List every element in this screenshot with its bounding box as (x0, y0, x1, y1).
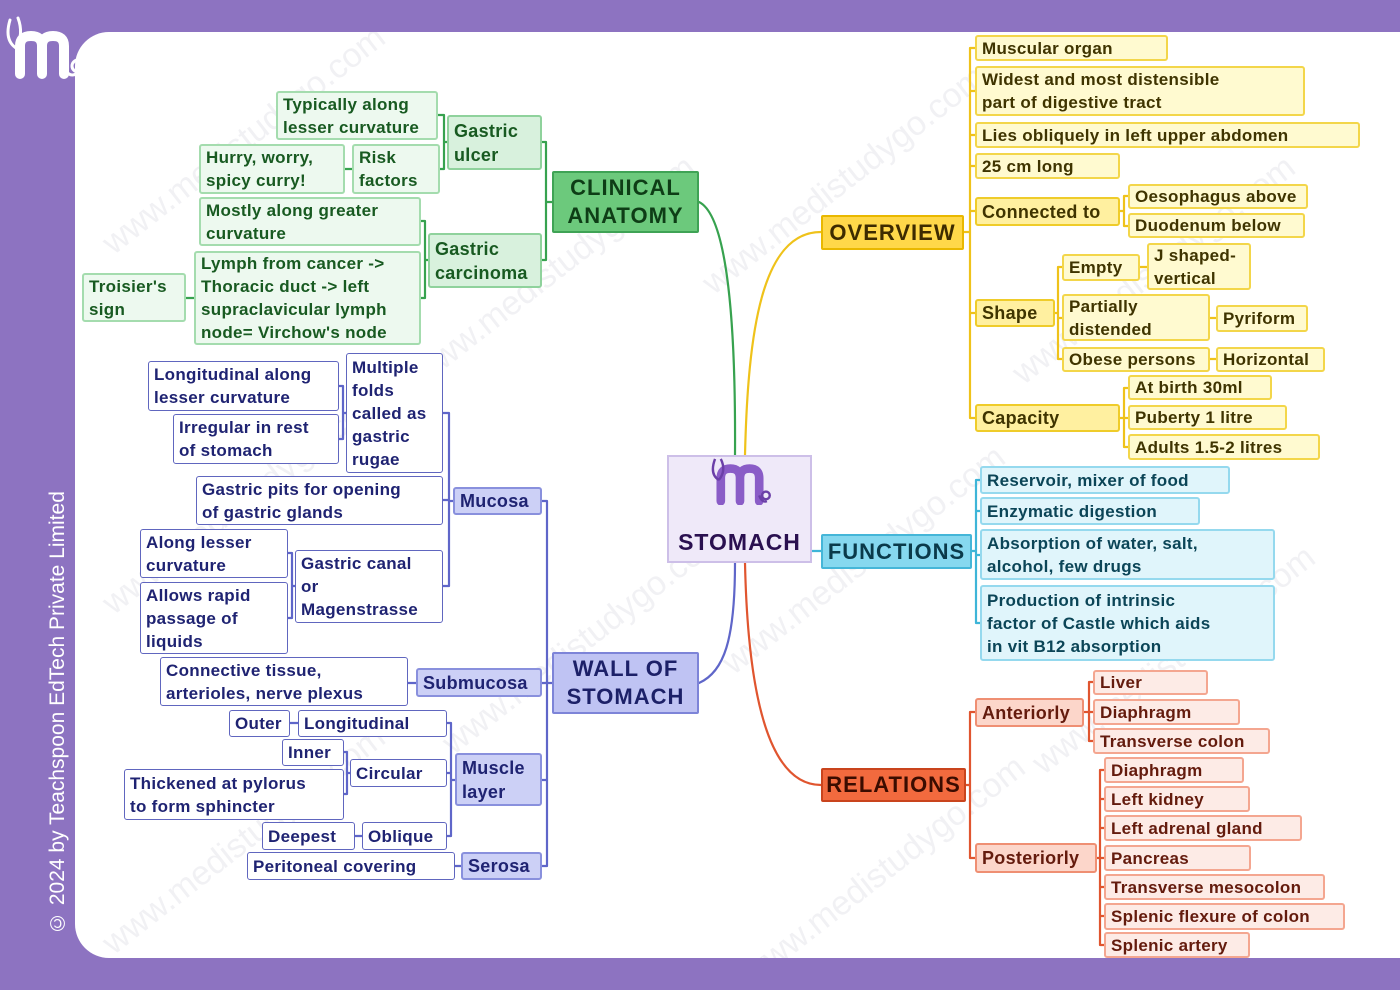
connector-line (697, 561, 737, 685)
wall-muscle-layer: Muscle layer (455, 753, 542, 806)
functions-connectors (810, 478, 982, 625)
branch-functions: FUNCTIONS (821, 534, 972, 569)
capacity-puberty: Puberty 1 litre (1128, 405, 1287, 430)
relations-connectors (743, 561, 1106, 947)
shape-horizontal: Horizontal (1216, 347, 1325, 372)
connector-line (540, 140, 554, 262)
shape-pyriform: Pyriform (1216, 305, 1308, 332)
connected-duodenum: Duodenum below (1128, 213, 1305, 238)
connector-line (964, 710, 977, 860)
function-intrinsic-factor: Production of intrinsic factor of Castle… (980, 585, 1275, 661)
capacity-at-birth: At birth 30ml (1128, 375, 1272, 400)
circular-inner: Inner (282, 739, 344, 766)
posterior-left-adrenal: Left adrenal gland (1104, 815, 1302, 841)
anterior-diaphragm: Diaphragm (1093, 699, 1240, 725)
posterior-splenic-artery: Splenic artery (1104, 932, 1250, 958)
connector-line (445, 721, 457, 838)
medistudygo-logo (711, 458, 771, 505)
rugae-longitudinal: Longitudinal along lesser curvature (148, 361, 339, 411)
ulcer-location: Typically along lesser curvature (276, 91, 438, 140)
anterior-liver: Liver (1093, 670, 1208, 695)
clinical-gastric-carcinoma: Gastric carcinoma (428, 233, 542, 288)
connector-line (1082, 680, 1095, 743)
connector-line (697, 200, 737, 457)
carcinoma-lymph-spread: Lymph from cancer -> Thoracic duct -> le… (194, 251, 421, 345)
muscle-circular: Circular (350, 759, 447, 787)
connector-line (436, 113, 449, 171)
submucosa-content: Connective tissue, arterioles, nerve ple… (160, 657, 408, 706)
connector-line (540, 499, 554, 868)
posterior-transverse-mesocolon: Transverse mesocolon (1104, 874, 1325, 900)
carcinoma-location: Mostly along greater curvature (199, 197, 421, 246)
posterior-left-kidney: Left kidney (1104, 786, 1250, 812)
mucosa-rugae: Multiple folds called as gastric rugae (346, 353, 443, 473)
shape-j-shaped: J shaped- vertical (1147, 243, 1251, 290)
branch-wall-of-stomach: WALL OF STOMACH (552, 652, 699, 714)
muscle-oblique: Oblique (362, 822, 447, 850)
troisiers-sign: Troisier's sign (82, 273, 186, 322)
risk-factors-detail: Hurry, worry, spicy curry! (199, 144, 345, 194)
longitudinal-outer: Outer (229, 710, 290, 737)
branch-relations: RELATIONS (821, 768, 966, 802)
overview-muscular-organ: Muscular organ (975, 35, 1168, 61)
relations-posteriorly: Posteriorly (975, 843, 1097, 873)
shape-empty: Empty (1062, 254, 1140, 281)
circular-pylorus-note: Thickened at pylorus to form sphincter (124, 769, 344, 820)
branch-clinical-anatomy: CLINICAL ANATOMY (552, 171, 699, 233)
capacity-adults: Adults 1.5-2 litres (1128, 434, 1320, 460)
connector-line (337, 384, 348, 441)
central-topic-stomach: STOMACH (667, 455, 812, 563)
overview-location: Lies obliquely in left upper abdomen (975, 122, 1360, 148)
mucosa-gastric-canal: Gastric canal or Magenstrasse (295, 550, 443, 623)
connector-line (970, 478, 982, 625)
connector-line (342, 750, 352, 796)
shape-partially-distended: Partially distended (1062, 294, 1210, 341)
function-absorption: Absorption of water, salt, alcohol, few … (980, 529, 1275, 580)
overview-widest-part: Widest and most distensible part of dige… (975, 66, 1305, 116)
canal-location: Along lesser curvature (140, 529, 288, 578)
function-reservoir: Reservoir, mixer of food (980, 466, 1230, 494)
posterior-diaphragm: Diaphragm (1104, 757, 1244, 783)
connector-line (962, 46, 977, 420)
canal-function: Allows rapid passage of liquids (140, 582, 288, 654)
shape-obese-persons: Obese persons (1062, 347, 1210, 372)
rugae-irregular: Irregular in rest of stomach (173, 414, 339, 464)
overview-shape: Shape (975, 299, 1055, 327)
muscle-longitudinal: Longitudinal (298, 710, 447, 737)
relations-anteriorly: Anteriorly (975, 698, 1084, 727)
wall-submucosa: Submucosa (416, 668, 542, 697)
posterior-pancreas: Pancreas (1104, 845, 1251, 871)
connector-line (1095, 768, 1106, 947)
branch-overview: OVERVIEW (821, 215, 964, 250)
ulcer-risk-factors: Risk factors (352, 144, 440, 194)
clinical-connectors (184, 113, 737, 457)
anterior-transverse-colon: Transverse colon (1093, 728, 1270, 754)
connector-line (1118, 194, 1130, 228)
central-topic-title: STOMACH (678, 529, 801, 555)
overview-connected-to: Connected to (975, 197, 1120, 226)
mucosa-gastric-pits: Gastric pits for opening of gastric glan… (196, 476, 443, 525)
wall-mucosa: Mucosa (453, 487, 542, 515)
wall-connectors (286, 384, 737, 868)
clinical-gastric-ulcer: Gastric ulcer (447, 115, 542, 170)
connector-line (1053, 265, 1064, 361)
overview-length: 25 cm long (975, 153, 1120, 179)
function-enzymatic-digestion: Enzymatic digestion (980, 497, 1200, 525)
oblique-deepest: Deepest (262, 822, 355, 850)
posterior-splenic-flexure: Splenic flexure of colon (1104, 903, 1345, 930)
overview-capacity: Capacity (975, 404, 1120, 432)
connector-line (441, 411, 455, 588)
serosa-content: Peritoneal covering (247, 852, 455, 880)
brand-logo (6, 16, 86, 79)
connected-oesophagus: Oesophagus above (1128, 184, 1308, 209)
connector-line (1138, 265, 1218, 361)
connector-line (419, 219, 430, 300)
connector-line (286, 551, 297, 620)
connector-line (743, 230, 823, 457)
wall-serosa: Serosa (461, 852, 542, 880)
connector-line (1118, 386, 1130, 449)
overview-connectors (743, 46, 1218, 457)
connector-line (743, 561, 823, 787)
